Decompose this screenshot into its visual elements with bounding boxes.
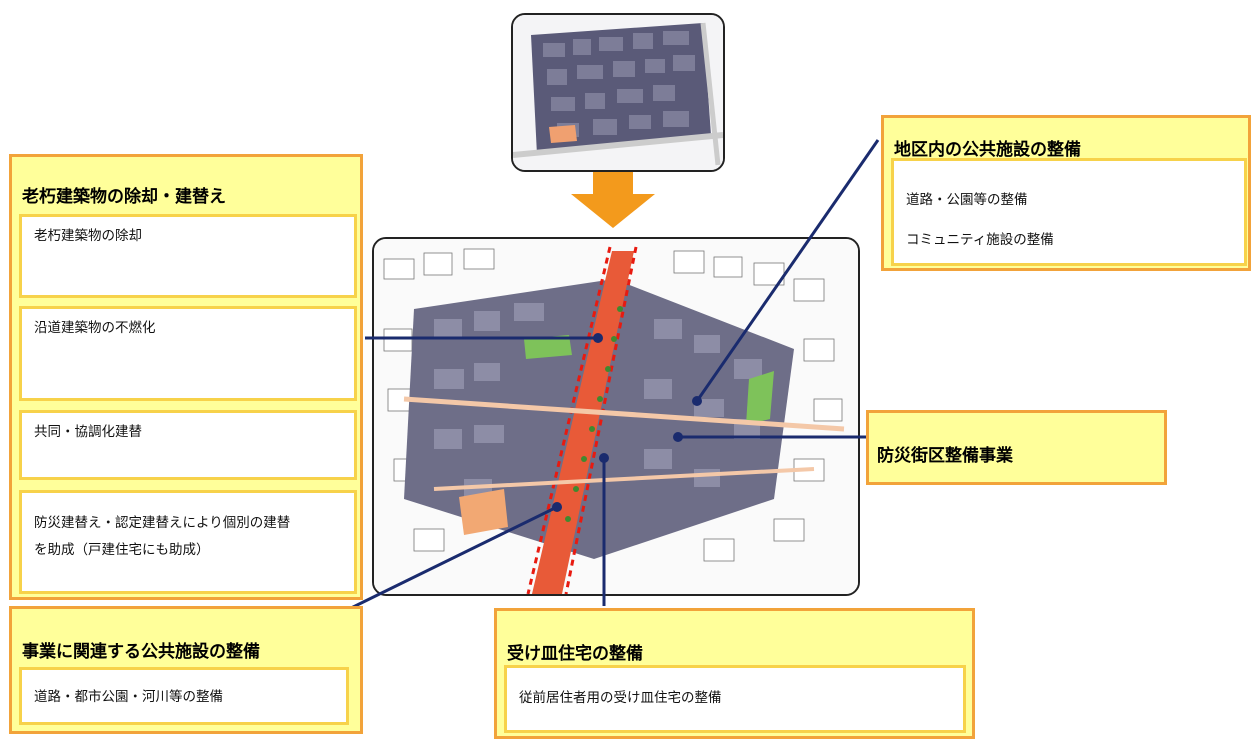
demolition-box: 老朽建築物の除却 <box>19 214 357 298</box>
district-public-facilities-panel: 地区内の公共施設の整備 道路・公園等の整備 コミュニティ施設の整備 <box>881 115 1251 271</box>
roadside-fireproof-text: 沿道建築物の不燃化 <box>34 320 156 336</box>
district-roads-parks-text: 道路・公園等の整備 <box>906 192 1028 208</box>
individual-rebuild-box: 防災建替え・認定建替えにより個別の建替 を助成（戸建住宅にも助成） <box>19 490 357 594</box>
receiving-housing-box: 従前居住者用の受け皿住宅の整備 <box>504 665 966 733</box>
joint-rebuild-box: 共同・協調化建替 <box>19 410 357 480</box>
down-arrow-icon <box>571 172 655 228</box>
before-aerial-image <box>511 13 725 172</box>
roadside-fireproof-box: 沿道建築物の不燃化 <box>19 306 357 401</box>
receiving-housing-text: 従前居住者用の受け皿住宅の整備 <box>519 690 722 706</box>
demolition-rebuild-panel: 老朽建築物の除却・建替え 老朽建築物の除却 沿道建築物の不燃化 共同・協調化建替… <box>9 154 363 600</box>
disaster-block-project-panel: 防災街区整備事業 <box>866 410 1167 485</box>
demolition-text: 老朽建築物の除却 <box>34 228 142 244</box>
individual-rebuild-text-line1: 防災建替え・認定建替えにより個別の建替 <box>34 515 291 531</box>
disaster-block-project-title: 防災街区整備事業 <box>877 446 1013 466</box>
district-public-facilities-box: 道路・公園等の整備 コミュニティ施設の整備 <box>891 158 1247 266</box>
related-public-facilities-panel: 事業に関連する公共施設の整備 道路・都市公園・河川等の整備 <box>9 606 363 734</box>
related-public-facilities-box: 道路・都市公園・河川等の整備 <box>19 667 349 725</box>
demolition-rebuild-title: 老朽建築物の除却・建替え <box>22 187 226 207</box>
leader-line-district <box>695 139 880 402</box>
joint-rebuild-text: 共同・協調化建替 <box>34 424 142 440</box>
leader-line-public-facilities <box>344 505 558 613</box>
related-public-facilities-title: 事業に関連する公共施設の整備 <box>22 642 260 662</box>
district-community-text: コミュニティ施設の整備 <box>906 232 1054 248</box>
related-public-facilities-text: 道路・都市公園・河川等の整備 <box>34 689 223 705</box>
receiving-housing-panel: 受け皿住宅の整備 従前居住者用の受け皿住宅の整備 <box>494 608 975 739</box>
individual-rebuild-text-line2: を助成（戸建住宅にも助成） <box>34 542 210 558</box>
district-public-facilities-title: 地区内の公共施設の整備 <box>894 140 1081 160</box>
after-aerial-illustration <box>372 237 860 596</box>
receiving-housing-title: 受け皿住宅の整備 <box>507 644 643 664</box>
